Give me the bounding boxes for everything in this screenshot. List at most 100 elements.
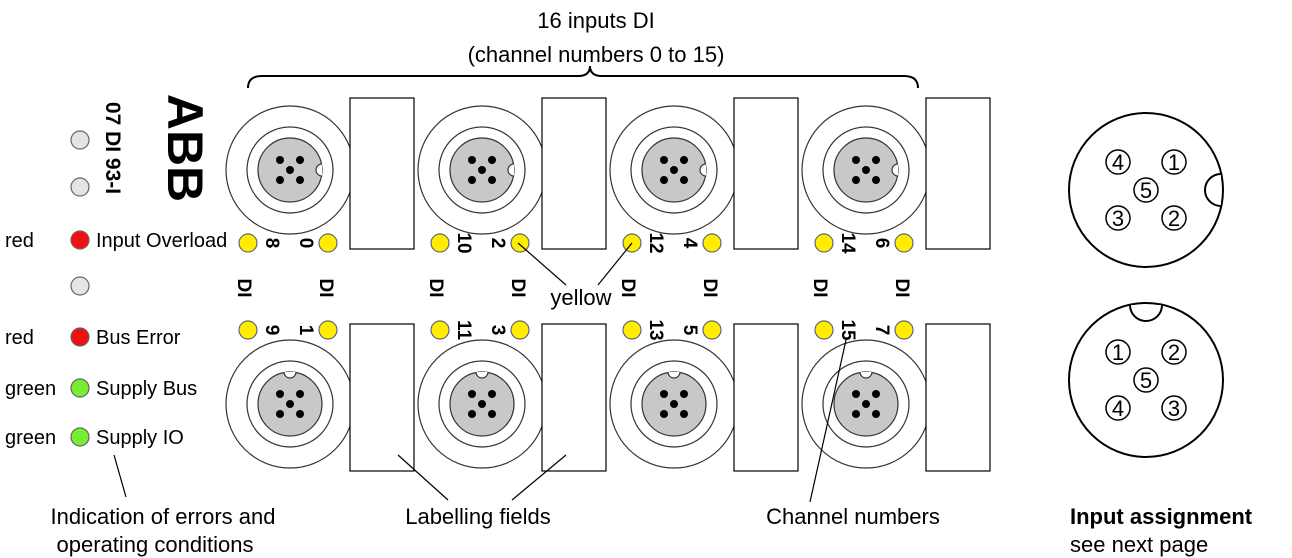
indication-label-line1: Indication of errors and <box>50 504 275 529</box>
connector-pin <box>660 156 668 164</box>
connector-key <box>283 371 297 379</box>
connector-key <box>475 371 489 379</box>
status-led-label: Supply Bus <box>96 378 197 400</box>
di-label: DI <box>233 279 254 298</box>
connector-pin <box>852 390 860 398</box>
channel-number: 13 <box>645 319 666 340</box>
connector-pin <box>872 390 880 398</box>
pinout-pin <box>1161 395 1187 421</box>
status-led-6 <box>70 427 90 447</box>
labelling-leader-left <box>397 454 449 501</box>
pinout-pin-number: 5 <box>1140 178 1152 203</box>
connector-pin <box>286 400 294 408</box>
status-color-word: green <box>5 378 56 400</box>
connector-pin <box>296 390 304 398</box>
connector-pin <box>488 410 496 418</box>
labelling-field <box>349 97 415 250</box>
pinout-pin-number: 5 <box>1140 368 1152 393</box>
pinout-pin-number: 3 <box>1168 396 1180 421</box>
connector-pin <box>680 410 688 418</box>
pinout-pin-number: 1 <box>1168 150 1180 175</box>
labelling-field <box>925 323 991 472</box>
channel-led <box>510 320 530 340</box>
pinout-pin-number: 1 <box>1112 340 1124 365</box>
labelling-field <box>733 97 799 250</box>
status-led-0 <box>70 130 90 150</box>
channel-led <box>238 320 258 340</box>
labelling-field <box>925 97 991 250</box>
pinout-pin <box>1161 149 1187 175</box>
channel-led <box>702 233 722 253</box>
pinout-pin <box>1105 339 1131 365</box>
pinout-key <box>1129 304 1163 322</box>
connector-pin <box>670 166 678 174</box>
channel-led <box>318 233 338 253</box>
channel-number: 4 <box>679 238 700 249</box>
header-title: 16 inputs DI <box>537 8 654 33</box>
labelling-field <box>541 97 607 250</box>
di-label: DI <box>891 279 912 298</box>
header-subtitle: (channel numbers 0 to 15) <box>468 42 725 67</box>
status-led-label: Supply IO <box>96 427 184 449</box>
status-led-label: Bus Error <box>96 327 181 349</box>
channel-led <box>814 320 834 340</box>
input-assignment-sub: see next page <box>1070 532 1208 557</box>
channel-led <box>510 233 530 253</box>
status-led-4 <box>70 327 90 347</box>
abb-logo: ABB <box>157 94 213 202</box>
channel-number: 2 <box>487 238 508 249</box>
labelling-label: Labelling fields <box>405 504 551 529</box>
connector-pin <box>286 166 294 174</box>
yellow-leader-left <box>517 242 567 286</box>
yellow-label: yellow <box>550 285 611 310</box>
status-led-2 <box>70 230 90 250</box>
pinout-pin <box>1161 339 1187 365</box>
channel-number: 15 <box>837 319 858 341</box>
connector-pin <box>468 156 476 164</box>
connector-pin <box>276 176 284 184</box>
channel-led <box>894 320 914 340</box>
connector-pin <box>296 156 304 164</box>
pinout-pin-number: 2 <box>1168 340 1180 365</box>
di-label: DI <box>507 279 528 298</box>
connector-pin <box>276 390 284 398</box>
labelling-field <box>541 323 607 472</box>
connector-pin <box>276 410 284 418</box>
input-assignment-title: Input assignment <box>1070 504 1253 529</box>
di-label: DI <box>617 279 638 298</box>
channel-number: 10 <box>453 232 474 253</box>
svg-text:07 DI 93-I: 07 DI 93-I <box>101 102 124 194</box>
pinout-pin <box>1105 395 1131 421</box>
di-label: DI <box>315 279 336 298</box>
connector-top-3 <box>801 105 931 235</box>
channel-number: 14 <box>837 232 858 254</box>
channel-brace <box>247 65 919 89</box>
channel-led <box>430 233 450 253</box>
channel-number: 5 <box>679 325 700 336</box>
connector-key <box>891 163 899 177</box>
channel-led <box>702 320 722 340</box>
model-label: 07 DI 93-I <box>101 102 124 194</box>
indication-label-line2: operating conditions <box>57 532 254 557</box>
pinout-pin-number: 3 <box>1112 206 1124 231</box>
connector-key <box>315 163 323 177</box>
connector-pin <box>488 176 496 184</box>
connector-pin <box>468 176 476 184</box>
labelling-leader-right <box>511 454 567 501</box>
channel-number: 9 <box>261 325 282 336</box>
di-label: DI <box>809 279 830 298</box>
connector-top-2 <box>609 105 739 235</box>
channel-number: 6 <box>871 238 892 249</box>
connector-pin <box>468 410 476 418</box>
channel-led <box>430 320 450 340</box>
channel-led <box>894 233 914 253</box>
connector-key <box>859 371 873 379</box>
connector-pin <box>852 156 860 164</box>
yellow-leader-right <box>597 242 633 286</box>
channel-number: 7 <box>871 325 892 336</box>
pinout-pin <box>1133 177 1159 203</box>
channel-number: 11 <box>453 320 474 341</box>
